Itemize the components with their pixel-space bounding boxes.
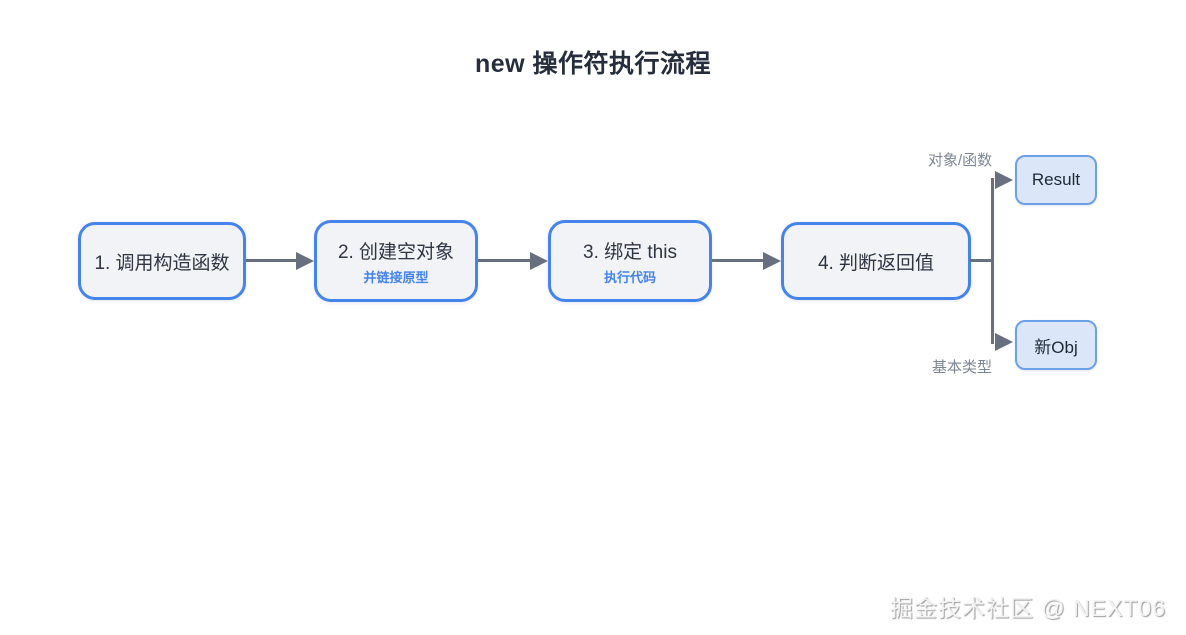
flow-node-label: 3. 绑定 this	[583, 241, 677, 263]
flow-node-create-empty-object: 2. 创建空对象 并链接原型	[314, 220, 478, 302]
flow-node-sublabel: 并链接原型	[363, 269, 429, 285]
arrow-line-step1-step2	[246, 259, 298, 262]
branch-spine-line	[991, 178, 994, 344]
flow-node-check-return-value: 4. 判断返回值	[781, 222, 971, 300]
watermark: 掘金技术社区 @ NEXT06	[889, 595, 1166, 621]
flow-node-label: Result	[1031, 170, 1081, 189]
connector-step4-spine	[970, 259, 994, 262]
flow-node-call-constructor: 1. 调用构造函数	[78, 222, 246, 300]
flow-node-new-obj: 新Obj	[1015, 320, 1097, 370]
branch-label-object-function: 对象/函数	[928, 152, 993, 169]
page-title: new 操作符执行流程	[474, 50, 712, 78]
flow-node-sublabel: 执行代码	[603, 269, 656, 285]
arrow-line-step3-step4	[712, 259, 763, 262]
flow-node-result: Result	[1015, 155, 1097, 205]
flow-node-label: 2. 创建空对象	[337, 241, 455, 263]
arrowhead-icon	[296, 252, 314, 270]
flow-node-label: 新Obj	[1034, 337, 1078, 357]
arrowhead-icon	[530, 252, 548, 270]
flow-node-label: 1. 调用构造函数	[94, 252, 230, 274]
flow-node-bind-this: 3. 绑定 this 执行代码	[548, 220, 712, 302]
arrowhead-icon	[995, 171, 1013, 189]
flow-node-label: 4. 判断返回值	[817, 252, 935, 274]
arrow-line-step2-step3	[478, 259, 530, 262]
arrowhead-icon	[995, 333, 1013, 351]
arrowhead-icon	[763, 252, 781, 270]
branch-label-primitive-type: 基本类型	[932, 359, 993, 376]
